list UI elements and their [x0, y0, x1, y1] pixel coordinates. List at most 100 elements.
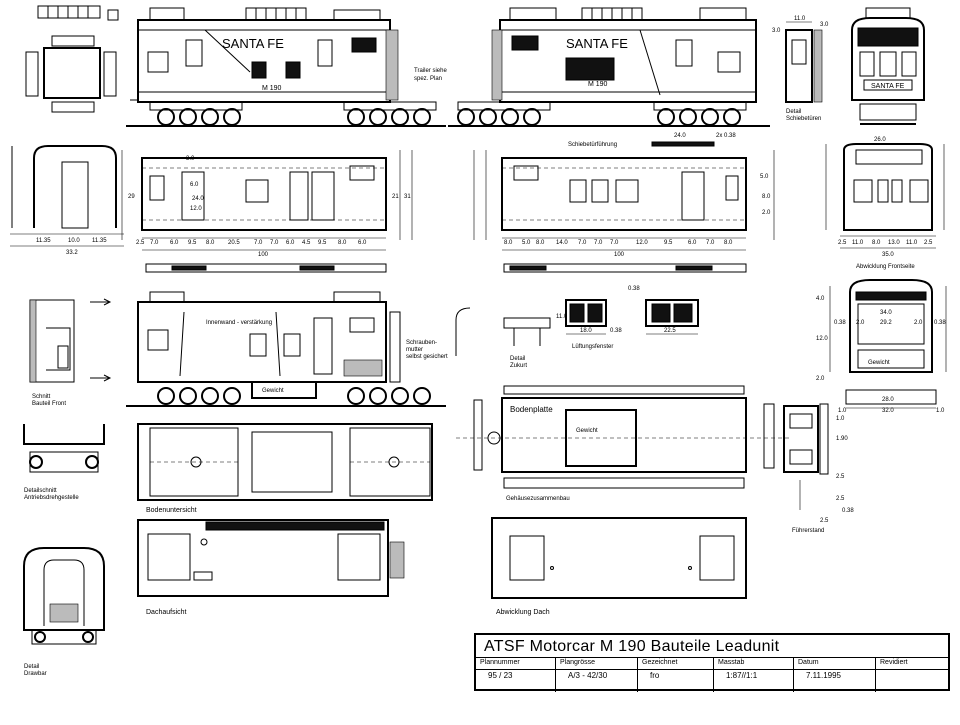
label-detail-schiebe-1: Detail — [786, 109, 801, 115]
side-elevation-right: SANTA FE M 190 — [448, 7, 770, 127]
dim-end-total: 35.0 — [882, 252, 894, 258]
side-wall-development-left — [121, 150, 413, 251]
dim-window-18: 18.0 — [580, 328, 592, 334]
underside-view — [137, 423, 433, 501]
label-bodenuntersicht: Bodenuntersicht — [146, 507, 197, 514]
side-b-dimension-row: 8.0 5.0 8.0 14.0 7.0 7.0 7.0 12.0 9.5 6.… — [504, 240, 733, 258]
dim-misc-31: 31 — [404, 194, 411, 200]
dim-shell-2b: 2.0 — [914, 320, 923, 326]
dim-a-3: 9.5 — [188, 240, 197, 246]
dim-misc-6: 6.0 — [190, 182, 199, 188]
dim-front-2: 10.0 — [68, 238, 80, 244]
dim-shell-1a: 1.0 — [838, 408, 847, 414]
dim-a-12: 6.0 — [358, 240, 367, 246]
label-abwicklung-front: Abwicklung Frontseite — [856, 264, 915, 270]
header-plangroesse: Plangrösse — [560, 659, 596, 666]
side-elevation-left: SANTA FE M 190 — [126, 7, 446, 127]
dim-a-8: 6.0 — [286, 240, 295, 246]
dim-shell-038a: 0.38 — [834, 320, 846, 326]
dim-a-5: 20.5 — [228, 240, 240, 246]
label-detail-schiebe-2: Schiebetüren — [786, 116, 821, 122]
cab-plan-detail — [25, 35, 117, 113]
dim-b-11: 8.0 — [724, 240, 733, 246]
dim-shell-32: 32.0 — [882, 408, 894, 414]
label-drawbar-1: Detail — [24, 664, 39, 670]
front-view — [851, 7, 925, 125]
dim-window-038a: 0.38 — [610, 328, 622, 334]
dim-shell-4: 4.0 — [816, 296, 825, 302]
label-drawbar-2: Drawbar — [24, 671, 47, 677]
dim-end-0: 2.5 — [838, 240, 847, 246]
dim-end-26: 26.0 — [874, 137, 886, 143]
dim-a-1: 7.0 — [150, 240, 159, 246]
label-detailschnitt-2: Antriebsdrehgestelle — [24, 495, 79, 501]
label-schnitt-2: Bauteil Front — [32, 401, 66, 407]
dim-door-3b: 3.0 — [772, 28, 781, 34]
label-zukurt-2: Zukurt — [510, 363, 527, 369]
dim-misc-3: 3.0 — [186, 156, 195, 162]
dim-cab-25b: 2.5 — [820, 518, 829, 524]
side-wall-development-right — [473, 150, 775, 251]
header-datum: Datum — [798, 659, 819, 666]
dim-a-0: 2.5 — [136, 240, 145, 246]
dim-b-1: 5.0 — [522, 240, 531, 246]
dim-a-10: 9.5 — [318, 240, 327, 246]
label-gewicht-1: Gewicht — [262, 388, 284, 394]
dim-b-0: 8.0 — [504, 240, 513, 246]
dim-shell-038b: 0.38 — [934, 320, 946, 326]
bogie-section-detail — [23, 424, 105, 473]
dim-shell-12: 12.0 — [816, 336, 828, 342]
front-lettering: SANTA FE — [871, 83, 905, 90]
cab-stand-view — [783, 403, 829, 510]
side-lettering-b: SANTA FE — [566, 36, 628, 51]
dim-cab-1: 1.0 — [836, 416, 845, 422]
dim-window-225: 22.5 — [664, 328, 676, 334]
side-lettering: SANTA FE — [222, 36, 284, 51]
label-schnitt-1: Schnitt — [32, 394, 51, 400]
dim-front-3: 11.35 — [92, 238, 107, 244]
dim-cab-038: 0.38 — [842, 508, 854, 514]
coupler-detail — [455, 307, 551, 356]
dim-misc-21: 21 — [392, 194, 399, 200]
dim-shell-1b: 1.0 — [936, 408, 945, 414]
cell-masstab: Masstab 1:87//1:1 — [714, 658, 794, 692]
car-number-b: M 190 — [588, 81, 608, 88]
cell-datum: Datum 7.11.1995 — [794, 658, 876, 692]
dim-b-2: 8.0 — [536, 240, 545, 246]
value-datum: 7.11.1995 — [806, 671, 841, 680]
interior-elevation — [126, 291, 446, 407]
dim-end-4: 11.0 — [906, 240, 918, 246]
dim-cab-25a: 2.5 — [836, 474, 845, 480]
dim-cab-190: 1.90 — [836, 436, 848, 442]
dim-top-24: 24.0 — [674, 133, 686, 139]
dim-window-038b: 0.38 — [628, 286, 640, 292]
side-a-strip — [145, 263, 387, 273]
end-wall-development — [825, 143, 945, 249]
title-block-rule — [476, 669, 948, 670]
dim-end-2: 8.0 — [872, 240, 881, 246]
dim-b-6: 7.0 — [610, 240, 619, 246]
header-masstab: Masstab — [718, 659, 745, 666]
sliding-door-detail — [785, 21, 823, 103]
dim-b-10: 7.0 — [706, 240, 715, 246]
header-plannummer: Plannummer — [480, 659, 520, 666]
roof-top-view — [137, 519, 405, 597]
title-block-grid: Plannummer 95 / 23 Plangrösse A/3 - 42/3… — [476, 657, 948, 692]
dim-b-8: 9.5 — [664, 240, 673, 246]
cell-plannummer: Plannummer 95 / 23 — [476, 658, 556, 692]
cell-revidiert: Revidiert — [876, 658, 948, 692]
value-plannummer: 95 / 23 — [488, 671, 513, 680]
roof-vent-detail — [37, 5, 119, 21]
side-a-dimension-row: 2.5 7.0 6.0 9.5 8.0 20.5 7.0 7.0 6.0 4.5… — [136, 240, 367, 258]
cell-gezeichnet: Gezeichnet fro — [638, 658, 714, 692]
dim-front-total: 33.2 — [66, 250, 78, 256]
dim-misc-29a: 29 — [128, 194, 135, 200]
dim-misc-8: 8.0 — [762, 194, 771, 200]
dim-b-5: 7.0 — [594, 240, 603, 246]
dim-a-11: 8.0 — [338, 240, 347, 246]
dim-b-9: 6.0 — [688, 240, 697, 246]
dim-end-5: 2.5 — [924, 240, 933, 246]
floor-plate-view — [456, 385, 790, 489]
